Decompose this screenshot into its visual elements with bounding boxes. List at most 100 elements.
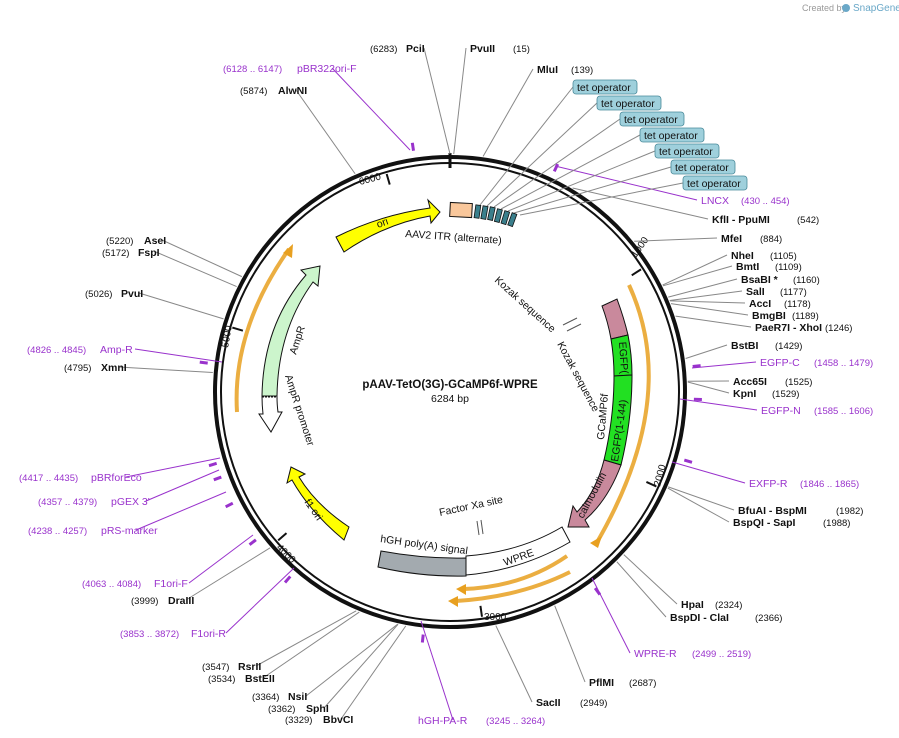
gcamp-orf-arc[interactable]	[594, 284, 651, 546]
tet-operator-label[interactable]: tet operator	[619, 111, 685, 127]
primer-name[interactable]: WPRE-R	[634, 648, 677, 660]
primer-name[interactable]: pRS-marker	[101, 525, 158, 537]
primer-name[interactable]: Amp-R	[100, 344, 133, 356]
primer-name[interactable]: LNCX	[701, 195, 729, 207]
restriction-site-name[interactable]: XmnI	[101, 362, 127, 374]
ampr-promoter-feature[interactable]	[258, 395, 283, 433]
restriction-site-name[interactable]: HpaI	[681, 599, 704, 611]
restriction-site-name[interactable]: BstBI	[731, 340, 759, 352]
tet-operator-block[interactable]	[500, 210, 511, 226]
tet-operator-leader	[513, 166, 672, 214]
tet-operator-label-text: tet operator	[577, 82, 631, 94]
tet-operator-block[interactable]	[480, 205, 489, 220]
restriction-site-name[interactable]: PaeR7I - XhoI	[755, 322, 822, 334]
restriction-site-position: (15)	[513, 44, 530, 55]
restriction-site-name[interactable]: AseI	[144, 235, 166, 247]
wpre-orf-arc[interactable]	[463, 554, 569, 591]
primer-range: (430 .. 454)	[741, 196, 790, 207]
restriction-site-name[interactable]: MfeI	[721, 233, 742, 245]
aav2-itr-feature[interactable]	[449, 201, 473, 219]
wpre-orf-arc-2[interactable]	[455, 570, 571, 603]
tet-operator-label[interactable]: tet operator	[682, 175, 748, 191]
ori-feature[interactable]	[335, 198, 441, 253]
primer-binding-mark	[410, 142, 415, 151]
restriction-site-name[interactable]: PciI	[406, 43, 425, 55]
ampr-label: AmpR	[287, 324, 308, 356]
ampr-orf-arc[interactable]	[234, 247, 291, 413]
restriction-site-position: (3999)	[131, 596, 158, 607]
f1-ori-feature[interactable]	[286, 466, 350, 541]
restriction-site-name[interactable]: NheI	[731, 250, 754, 262]
restriction-site-name[interactable]: BspDI - ClaI	[670, 612, 729, 624]
site-leader-line	[634, 237, 718, 242]
calmodulin-feature[interactable]	[567, 459, 622, 528]
restriction-site-name[interactable]: PvuII	[470, 43, 495, 55]
ampr-feature[interactable]	[261, 265, 321, 397]
tet-operator-label[interactable]: tet operator	[670, 159, 736, 175]
primer-name[interactable]: hGH-PA-R	[418, 715, 468, 727]
tet-operator-block[interactable]	[473, 204, 482, 219]
gcamp6f-m13-feature[interactable]	[601, 298, 629, 340]
restriction-site-name[interactable]: NsiI	[288, 691, 307, 703]
primer-range: (4826 .. 4845)	[27, 345, 86, 356]
primer-binding-mark	[683, 458, 693, 464]
restriction-site-name[interactable]: KflI - PpuMI	[712, 214, 770, 226]
tet-operator-block[interactable]	[487, 206, 496, 221]
primer-name[interactable]: EGFP-C	[760, 357, 800, 369]
restriction-site-position: (1246)	[825, 323, 852, 334]
primer-name[interactable]: F1ori-F	[154, 578, 188, 590]
restriction-site-name[interactable]: BspQI - SapI	[733, 517, 796, 529]
tet-operator-label-text: tet operator	[687, 178, 741, 190]
tet-operator-label[interactable]: tet operator	[639, 127, 705, 143]
primer-name[interactable]: pGEX 3'	[111, 496, 150, 508]
site-leader-line	[572, 187, 709, 220]
restriction-site-name[interactable]: KpnI	[733, 388, 756, 400]
restriction-site-position: (1109)	[775, 262, 802, 273]
wpre-feature[interactable]	[465, 526, 571, 576]
primer-name[interactable]: F1ori-R	[191, 628, 226, 640]
tick-mark	[385, 173, 391, 185]
primer-binding-mark	[199, 360, 208, 365]
restriction-site-name[interactable]: SphI	[306, 703, 329, 715]
restriction-site-name[interactable]: MluI	[537, 64, 558, 76]
primer-name[interactable]: EGFP-N	[761, 405, 801, 417]
restriction-site-name[interactable]: BmgBI	[752, 310, 786, 322]
restriction-site-name[interactable]: AccI	[749, 298, 771, 310]
restriction-site-name[interactable]: DraIII	[168, 595, 194, 607]
restriction-site-position: (5172)	[102, 248, 129, 259]
plasmid-name: pAAV-TetO(3G)-GCaMP6f-WPRE	[362, 379, 538, 391]
restriction-site-name[interactable]: BstEII	[245, 673, 275, 685]
primer-name[interactable]: EXFP-R	[749, 478, 788, 490]
tet-operator-block[interactable]	[493, 208, 503, 224]
restriction-site-name[interactable]: BsaBI *	[741, 274, 779, 286]
tick-label: 5000	[220, 324, 235, 348]
tet-operator-label[interactable]: tet operator	[654, 143, 720, 159]
tet-operator-label-text: tet operator	[601, 98, 655, 110]
tet-operator-label[interactable]: tet operator	[572, 79, 638, 95]
restriction-site-name[interactable]: BfuAI - BspMI	[738, 505, 807, 517]
restriction-site-name[interactable]: AlwNI	[278, 85, 307, 97]
primer-name[interactable]: pBRforEco	[91, 472, 142, 484]
restriction-site-name[interactable]: PvuI	[121, 288, 143, 300]
primer-binding-mark	[224, 501, 234, 509]
restriction-site-name[interactable]: BmtI	[736, 261, 759, 273]
restriction-site-name[interactable]: BbvCI	[323, 714, 353, 726]
tet-operator-block[interactable]	[507, 212, 518, 228]
kozak-label-1: Kozak sequence	[492, 274, 558, 335]
tet-operator-leader	[486, 102, 598, 207]
site-leader-line	[185, 547, 271, 601]
primer-leader-line	[420, 620, 454, 721]
ori-label: ori	[375, 216, 390, 231]
restriction-site-name[interactable]: SalI	[746, 286, 765, 298]
restriction-site-name[interactable]: SacII	[536, 697, 561, 709]
restriction-site-name[interactable]: PflMI	[589, 677, 614, 689]
ampr-promoter-label: AmpR promoter	[282, 373, 316, 448]
primer-name[interactable]: pBR322ori-F	[297, 63, 357, 75]
restriction-site-name[interactable]: Acc65I	[733, 376, 767, 388]
tet-operator-label[interactable]: tet operator	[596, 95, 662, 111]
restriction-site-name[interactable]: FspI	[138, 247, 160, 259]
restriction-site-name[interactable]: RsrII	[238, 661, 261, 673]
hgh-polya-feature[interactable]	[377, 550, 467, 577]
primer-range: (1846 .. 1865)	[800, 479, 859, 490]
site-leader-line	[118, 366, 213, 373]
